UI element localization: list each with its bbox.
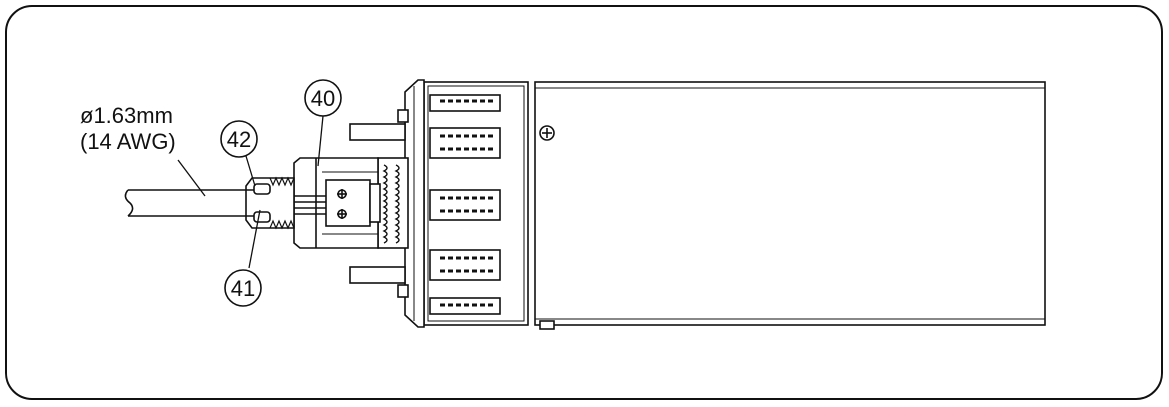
fin-row-2	[429, 127, 501, 159]
callout-40-circle	[304, 79, 342, 117]
threaded-ring	[377, 157, 409, 249]
callout-40: 40	[310, 86, 336, 111]
callout-41-circle	[224, 269, 262, 307]
mounting-tab-lower	[349, 266, 409, 298]
gland-nut	[245, 176, 295, 230]
wire-gauge-label: (14 AWG)	[80, 129, 176, 154]
leader-lines	[177, 115, 324, 269]
callout-41: 41	[230, 276, 256, 301]
cable	[124, 189, 254, 217]
fin-row-1	[429, 94, 501, 112]
terminal-block	[325, 179, 381, 227]
fin-row-4	[429, 249, 501, 281]
body-bottom-screw-icon	[539, 320, 555, 330]
flange-plate	[404, 79, 425, 328]
wire-conductors	[294, 195, 326, 215]
device-body	[534, 81, 1046, 326]
callout-42: 42	[226, 127, 252, 152]
body-screw-icon	[539, 125, 555, 141]
wire-diameter-label: ø1.63mm	[80, 103, 173, 128]
finned-housing	[423, 81, 529, 326]
callout-42-circle	[220, 120, 258, 158]
fin-row-3	[429, 189, 501, 221]
fin-row-5	[429, 297, 501, 315]
drawing-border	[5, 5, 1163, 400]
mounting-tab-upper	[349, 109, 409, 141]
